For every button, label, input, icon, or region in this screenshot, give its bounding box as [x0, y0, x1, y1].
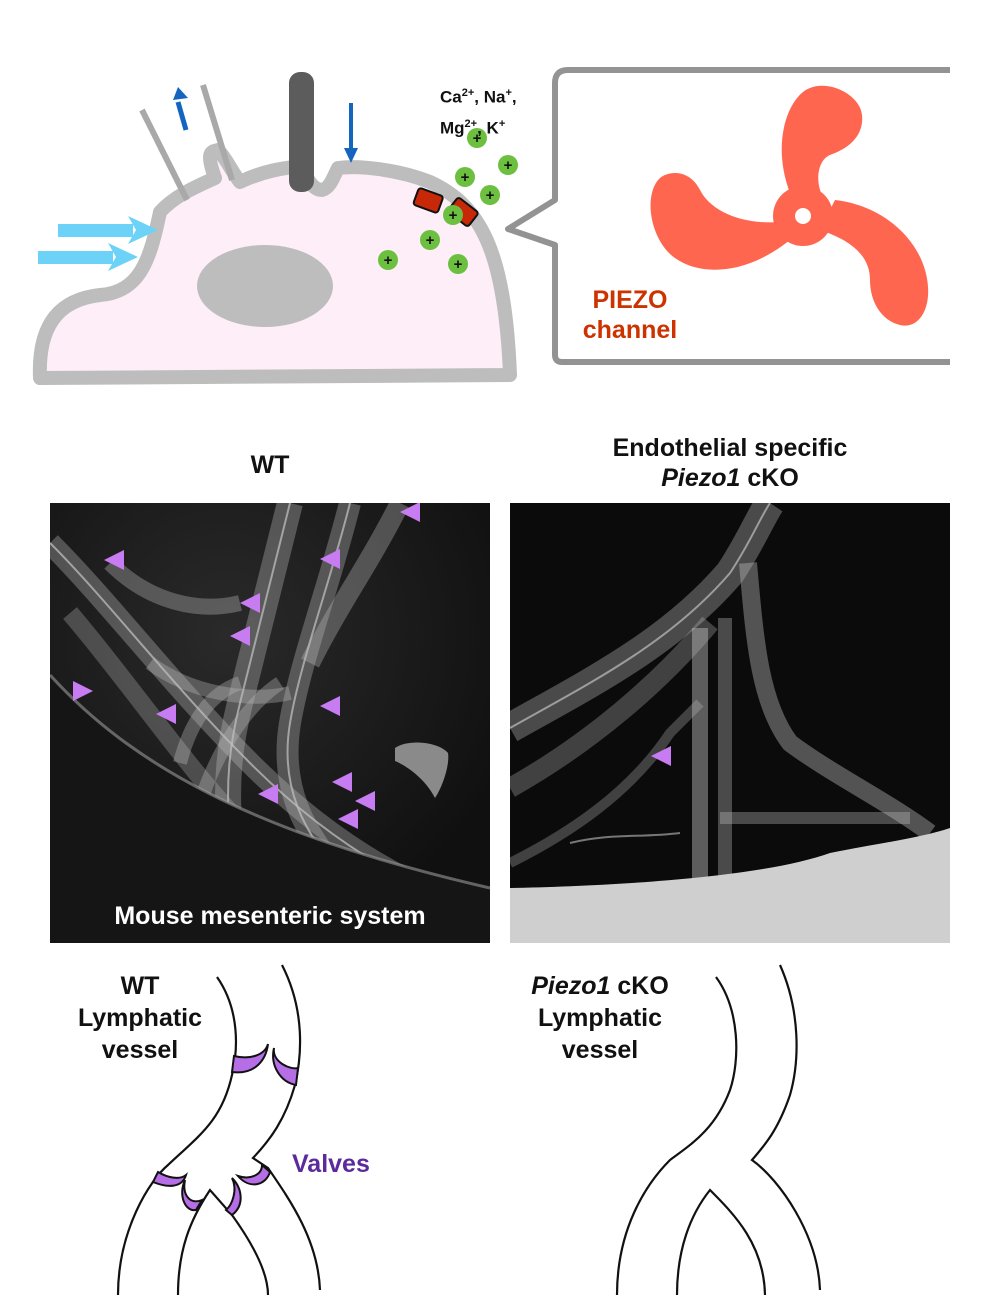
valve-marker-arrowhead — [258, 784, 278, 804]
svg-text:+: + — [504, 157, 513, 174]
cations: + + + + + + + + — [378, 128, 518, 274]
indentation-probe-icon — [289, 72, 314, 192]
valve-marker-arrowhead — [104, 550, 124, 570]
cko-vessels — [510, 503, 936, 883]
nucleus-icon — [197, 245, 333, 327]
svg-text:+: + — [473, 130, 482, 147]
svg-text:+: + — [449, 207, 458, 224]
cation-icon: + — [498, 155, 518, 175]
valve-leaflets — [151, 1043, 300, 1217]
svg-text:+: + — [426, 232, 435, 249]
cation-icon: + — [467, 128, 487, 148]
wt-vessel-schematic — [116, 964, 322, 1296]
ion-list-label: Ca2+, Na+, Mg2+, K+ — [440, 87, 517, 138]
valves-label: Valves — [292, 1150, 370, 1178]
cko-panel-title: Endothelial specific Piezo1 cKO — [612, 434, 848, 492]
valve-marker-arrowhead — [355, 791, 375, 811]
cation-icon: + — [443, 205, 463, 225]
svg-text:+: + — [454, 256, 463, 273]
pipette-lines-icon — [139, 84, 235, 202]
cko-vessel-label: Piezo1 cKO Lymphatic vessel — [531, 972, 669, 1064]
wt-valve-markers — [73, 503, 420, 829]
valve-marker-arrowhead — [156, 704, 176, 724]
cation-icon: + — [480, 185, 500, 205]
wt-panel-title: WT — [250, 451, 290, 479]
cation-icon: + — [378, 250, 398, 270]
cation-icon: + — [455, 167, 475, 187]
svg-text:+: + — [486, 187, 495, 204]
valve-marker-arrowhead — [651, 746, 671, 766]
cation-icon: + — [420, 230, 440, 250]
svg-text:+: + — [461, 169, 470, 186]
valve-marker-arrowhead — [338, 809, 358, 829]
svg-text:+: + — [384, 252, 393, 269]
cko-vessel-schematic — [615, 964, 822, 1296]
valve-marker-arrowhead — [240, 593, 260, 613]
wt-vessel-label: WT Lymphatic vessel — [77, 972, 203, 1064]
valve-marker-arrowhead — [320, 696, 340, 716]
propeller-piezo-icon — [650, 85, 929, 326]
piezo-channel-icon — [412, 187, 444, 214]
cko-micrograph — [510, 503, 950, 943]
piezo-channel-label: PIEZO channel — [582, 286, 678, 344]
cko-valve-markers — [651, 746, 671, 766]
piezo-callout — [505, 67, 950, 365]
stretch-arrow-up-icon — [173, 87, 189, 131]
valve-marker-arrowhead — [73, 681, 93, 701]
valve-marker-arrowhead — [400, 503, 420, 522]
micrograph-caption: Mouse mesenteric system — [114, 902, 426, 930]
cell-diagram: + + + + + + + + — [32, 72, 518, 385]
cation-icon: + — [448, 254, 468, 274]
valve-marker-arrowhead — [320, 549, 340, 569]
valve-marker-arrowhead — [230, 626, 250, 646]
fluid-flow-arrows-icon — [38, 216, 158, 271]
stretch-arrow-down-icon — [344, 103, 358, 163]
wt-micrograph: Mouse mesenteric system — [50, 503, 490, 943]
valve-marker-arrowhead — [332, 772, 352, 792]
